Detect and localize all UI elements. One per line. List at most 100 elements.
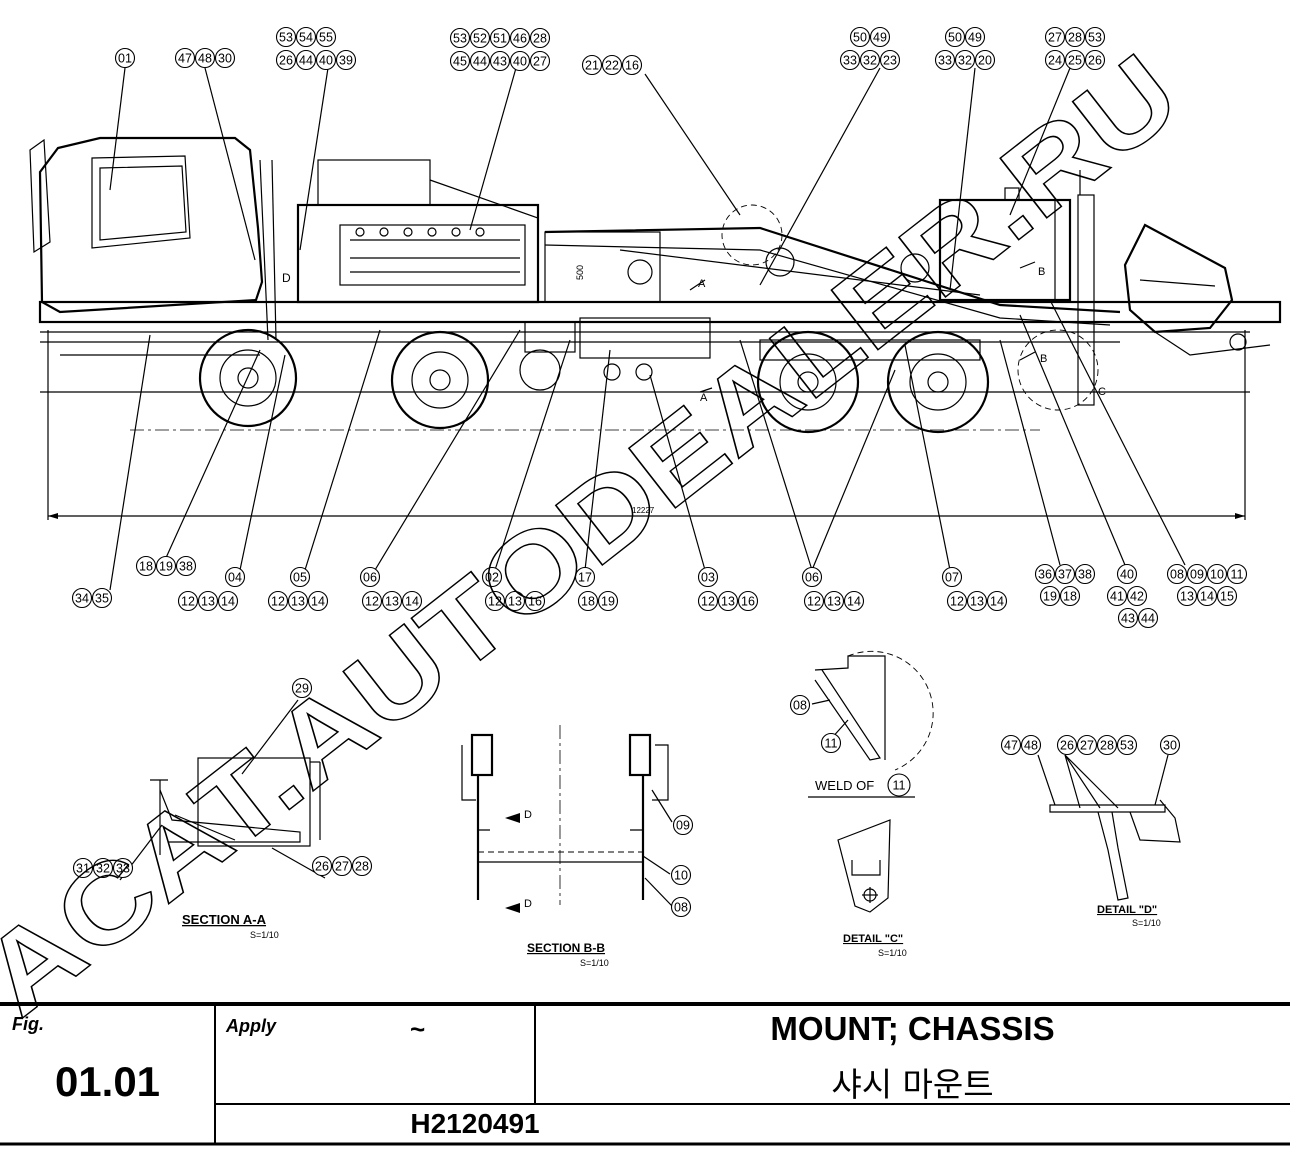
- fig-label: Fig.: [12, 1014, 44, 1034]
- callout-number: 37: [1058, 568, 1072, 582]
- callout-number: 46: [513, 32, 527, 46]
- detail-d-title: DETAIL "D": [1097, 904, 1157, 916]
- callout-balloon: [946, 590, 968, 612]
- callout-number: 48: [1024, 739, 1038, 753]
- callout-number: 33: [938, 54, 952, 68]
- callout-number: 26: [279, 54, 293, 68]
- callout-number: 05: [293, 571, 307, 585]
- callout-number: 50: [853, 31, 867, 45]
- callout-balloon: [114, 47, 136, 69]
- callout-balloon: [351, 855, 373, 877]
- callout-balloon: [789, 694, 811, 716]
- callout-balloon: [504, 590, 526, 612]
- weld-callout: 08: [789, 694, 811, 716]
- callout-balloon: [1117, 607, 1139, 629]
- callout-balloon: [803, 590, 825, 612]
- section-bb-title: SECTION B-B: [527, 941, 605, 955]
- bottom-callout: 17: [574, 566, 596, 588]
- callout-number: 13: [827, 595, 841, 609]
- callout-balloon: [92, 857, 114, 879]
- section-bb-scale: S=1/10: [580, 958, 609, 968]
- callout-number: 28: [1100, 739, 1114, 753]
- callout-balloon: [275, 49, 297, 71]
- callout-balloon: [287, 590, 309, 612]
- section-bb-callout: 10: [670, 864, 692, 886]
- callout-number: 12: [701, 595, 715, 609]
- callout-number: 12: [365, 595, 379, 609]
- callout-balloon: [449, 27, 471, 49]
- bottom-callout: 03: [697, 566, 719, 588]
- callout-number: 27: [335, 860, 349, 874]
- callout-number: 50: [948, 31, 962, 45]
- detail-c-scale: S=1/10: [878, 948, 907, 958]
- callout-number: 32: [96, 862, 110, 876]
- callout-number: 47: [178, 52, 192, 66]
- callout-number: 13: [1180, 590, 1194, 604]
- callout-balloon: [315, 26, 337, 48]
- callout-number: 31: [76, 862, 90, 876]
- callout-number: 28: [355, 860, 369, 874]
- callout-balloon: [1159, 734, 1181, 756]
- callout-balloon: [224, 566, 246, 588]
- callout-number: 24: [1048, 54, 1062, 68]
- callout-number: 14: [405, 595, 419, 609]
- callout-number: 12: [807, 595, 821, 609]
- section-bb-view: [461, 725, 673, 913]
- callout-balloon: [601, 54, 623, 76]
- callout-balloon: [1186, 563, 1208, 585]
- detail-d-scale: S=1/10: [1132, 918, 1161, 928]
- callout-balloon: [1064, 49, 1086, 71]
- callout-balloon: [581, 54, 603, 76]
- callout-balloon: [449, 50, 471, 72]
- callout-balloon: [934, 49, 956, 71]
- callout-balloon: [1020, 734, 1042, 756]
- callout-balloon: [484, 590, 506, 612]
- weld-detail-view: [808, 650, 934, 798]
- callout-balloon: [315, 49, 337, 71]
- top-callout: 01: [114, 47, 136, 69]
- callout-number: 10: [1210, 568, 1224, 582]
- callout-number: 47: [1004, 739, 1018, 753]
- weld-ref: 11: [887, 773, 911, 797]
- callout-balloon: [311, 855, 333, 877]
- callout-balloon: [175, 555, 197, 577]
- callout-balloon: [112, 857, 134, 879]
- callout-balloon: [174, 47, 196, 69]
- section-mark-d: D: [524, 809, 532, 821]
- callout-number: 33: [843, 54, 857, 68]
- callout-balloon: [964, 26, 986, 48]
- section-aa-title: SECTION A-A: [182, 912, 267, 927]
- callout-number: 13: [385, 595, 399, 609]
- section-mark-d: D: [282, 271, 291, 285]
- callout-number: 11: [825, 737, 838, 751]
- callout-number: 13: [201, 595, 215, 609]
- bottom-callout: 12 13 14: [361, 590, 423, 612]
- callout-number: 13: [508, 595, 522, 609]
- callout-balloon: [1056, 734, 1078, 756]
- callout-number: 18: [139, 560, 153, 574]
- callout-balloon: [597, 590, 619, 612]
- callout-balloon: [820, 732, 842, 754]
- callout-balloon: [954, 49, 976, 71]
- callout-balloon: [1084, 49, 1106, 71]
- callout-number: 42: [1130, 590, 1144, 604]
- callout-number: 45: [453, 55, 467, 69]
- callout-balloon: [509, 50, 531, 72]
- title-block-frame: [0, 1002, 1290, 1146]
- callout-balloon: [529, 50, 551, 72]
- callout-number: 33: [116, 862, 130, 876]
- callout-number: 12: [271, 595, 285, 609]
- callout-number: 53: [279, 31, 293, 45]
- callout-balloon: [489, 50, 511, 72]
- callout-number: 43: [1121, 612, 1135, 626]
- callout-balloon: [697, 566, 719, 588]
- callout-number: 19: [159, 560, 173, 574]
- callout-balloon: [1084, 26, 1106, 48]
- callout-number: 08: [793, 699, 807, 713]
- callout-balloon: [1096, 734, 1118, 756]
